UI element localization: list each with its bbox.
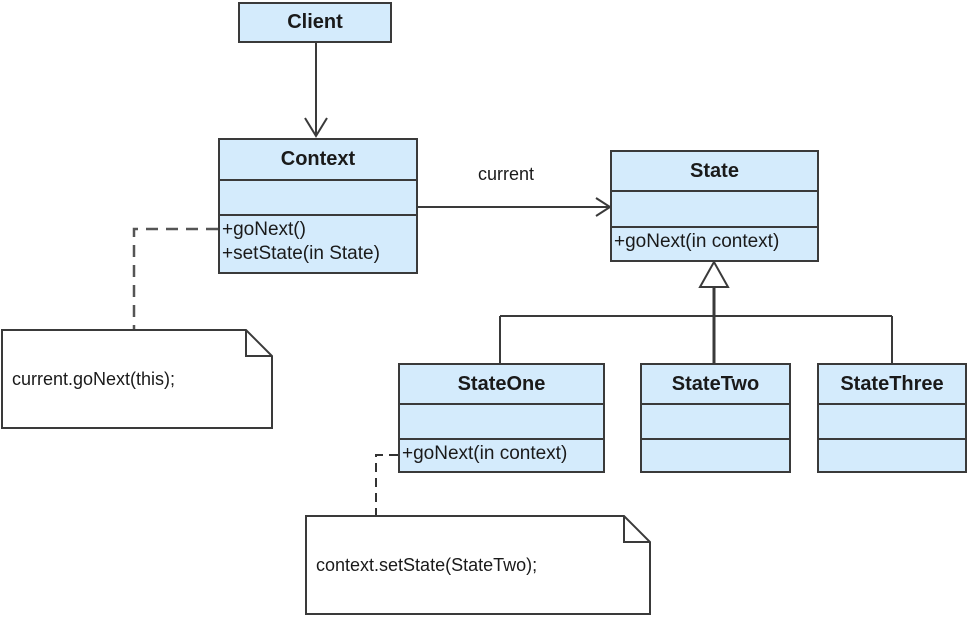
class-name: Context — [220, 140, 416, 181]
class-context[interactable]: Context +goNext() +setState(in State) — [218, 138, 418, 274]
class-name: State — [612, 152, 817, 192]
dependency-arrowhead — [304, 117, 328, 138]
stateone-note-text: context.setState(StateTwo); — [316, 555, 538, 575]
operation: +setState(in State) — [222, 243, 380, 264]
operations-compartment — [819, 440, 965, 442]
context-note-text: current.goNext(this); — [12, 369, 176, 389]
class-client[interactable]: Client — [238, 2, 392, 43]
stateone-note-shape — [305, 515, 651, 615]
context-note-connector — [132, 227, 218, 330]
attributes-compartment — [612, 192, 817, 228]
operation: +goNext(in context) — [614, 231, 780, 252]
operation: +goNext(in context) — [402, 443, 568, 464]
operation: +goNext() — [222, 219, 306, 240]
context-note-shape — [1, 329, 273, 429]
operations-compartment: +goNext(in context) — [400, 440, 603, 466]
operations-compartment — [642, 440, 789, 442]
class-name: StateTwo — [642, 365, 789, 405]
stateone-note-connector — [375, 454, 398, 516]
class-name: Client — [287, 11, 343, 33]
attributes-compartment — [400, 405, 603, 440]
context-note-fold — [245, 330, 272, 357]
stateone-note-fold — [623, 516, 650, 543]
operations-compartment: +goNext() +setState(in State) — [220, 216, 416, 266]
attributes-compartment — [220, 181, 416, 216]
generalization-triangle — [698, 259, 730, 288]
class-name: StateOne — [400, 365, 603, 405]
association-label: current — [478, 164, 535, 184]
attributes-compartment — [642, 405, 789, 440]
attributes-compartment — [819, 405, 965, 440]
class-statethree[interactable]: StateThree — [817, 363, 967, 473]
class-statetwo[interactable]: StateTwo — [640, 363, 791, 473]
operations-compartment: +goNext(in context) — [612, 228, 817, 254]
class-stateone[interactable]: StateOne +goNext(in context) — [398, 363, 605, 473]
class-state[interactable]: State +goNext(in context) — [610, 150, 819, 262]
class-name: StateThree — [819, 365, 965, 405]
